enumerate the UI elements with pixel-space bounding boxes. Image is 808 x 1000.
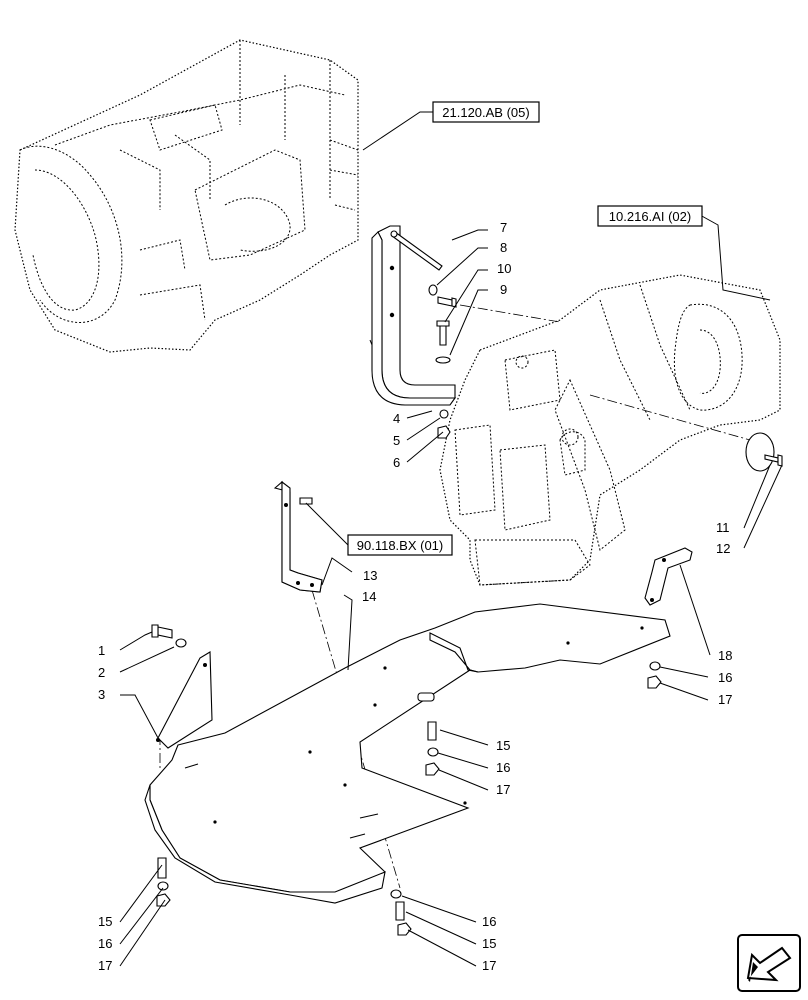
axle-housing xyxy=(439,274,781,586)
washer-part-5 xyxy=(439,409,449,419)
ref-label-bracket: 90.118.BX (01) xyxy=(357,538,443,553)
ref-box-bracket[interactable]: 90.118.BX (01) xyxy=(347,534,453,556)
callout-2: 2 xyxy=(98,665,105,680)
callout-16-left: 16 xyxy=(98,936,112,951)
washer-part-2 xyxy=(175,638,187,648)
callout-1: 1 xyxy=(98,643,105,658)
stud-part-15-bottom xyxy=(395,901,405,921)
callout-16-bottom: 16 xyxy=(482,914,496,929)
bolt-part-9 xyxy=(437,296,457,308)
nut-part-17-left xyxy=(156,893,171,907)
nut-part-17-bottom xyxy=(397,922,412,936)
callout-17-center: 17 xyxy=(496,782,510,797)
callout-5: 5 xyxy=(393,433,400,448)
callout-14: 14 xyxy=(362,589,376,604)
ref-label-axle: 10.216.AI (02) xyxy=(609,209,691,224)
nut-part-17-right xyxy=(647,675,662,689)
washer-part-16-bottom xyxy=(390,889,402,899)
guard-plate-part-14 xyxy=(144,603,671,904)
callout-17-bottom: 17 xyxy=(482,958,496,973)
callout-11: 11 xyxy=(716,520,730,535)
bracket-part-13 xyxy=(273,480,323,593)
rear-bracket-part-4 xyxy=(369,225,457,406)
callout-numbers: 7 8 10 9 4 5 6 11 12 13 14 1 2 3 18 16 1… xyxy=(98,220,732,973)
navigation-arrow-icon[interactable] xyxy=(737,934,801,992)
callout-18: 18 xyxy=(718,648,732,663)
ref-box-transmission[interactable]: 21.120.AB (05) xyxy=(432,101,540,123)
washer-part-16-center xyxy=(427,747,439,757)
bracket-part-18 xyxy=(644,547,693,606)
callout-16-center: 16 xyxy=(496,760,510,775)
callout-15-bottom: 15 xyxy=(482,936,496,951)
stud-part-15-left xyxy=(157,857,167,879)
callout-15-center: 15 xyxy=(496,738,510,753)
callout-8: 8 xyxy=(500,240,507,255)
washer-part-16-right xyxy=(649,661,661,671)
callout-12: 12 xyxy=(716,541,730,556)
callout-17-right: 17 xyxy=(718,692,732,707)
callout-3: 3 xyxy=(98,687,105,702)
stud-part-15-center xyxy=(427,721,437,741)
leader-lines xyxy=(119,111,783,967)
callout-10: 10 xyxy=(497,261,511,276)
nut-part-17-center xyxy=(425,762,440,776)
callout-7: 7 xyxy=(500,220,507,235)
callout-9: 9 xyxy=(500,282,507,297)
bolt-part-7 xyxy=(390,230,443,271)
ref-label-transmission: 21.120.AB (05) xyxy=(442,105,529,120)
washer-part-16-left xyxy=(157,881,169,891)
callout-13: 13 xyxy=(363,568,377,583)
callout-17-left: 17 xyxy=(98,958,112,973)
callout-4: 4 xyxy=(393,411,400,426)
washer-part-8 xyxy=(428,284,438,296)
callout-15-left: 15 xyxy=(98,914,112,929)
screw-part-10 xyxy=(435,320,451,364)
callout-16-right: 16 xyxy=(718,670,732,685)
bracket-part-3 xyxy=(156,651,213,749)
ref-box-axle[interactable]: 10.216.AI (02) xyxy=(597,205,703,227)
callout-6: 6 xyxy=(393,455,400,470)
disc-part-11 xyxy=(745,432,775,472)
transmission-housing xyxy=(14,39,359,353)
bolt-part-1 xyxy=(151,624,173,639)
